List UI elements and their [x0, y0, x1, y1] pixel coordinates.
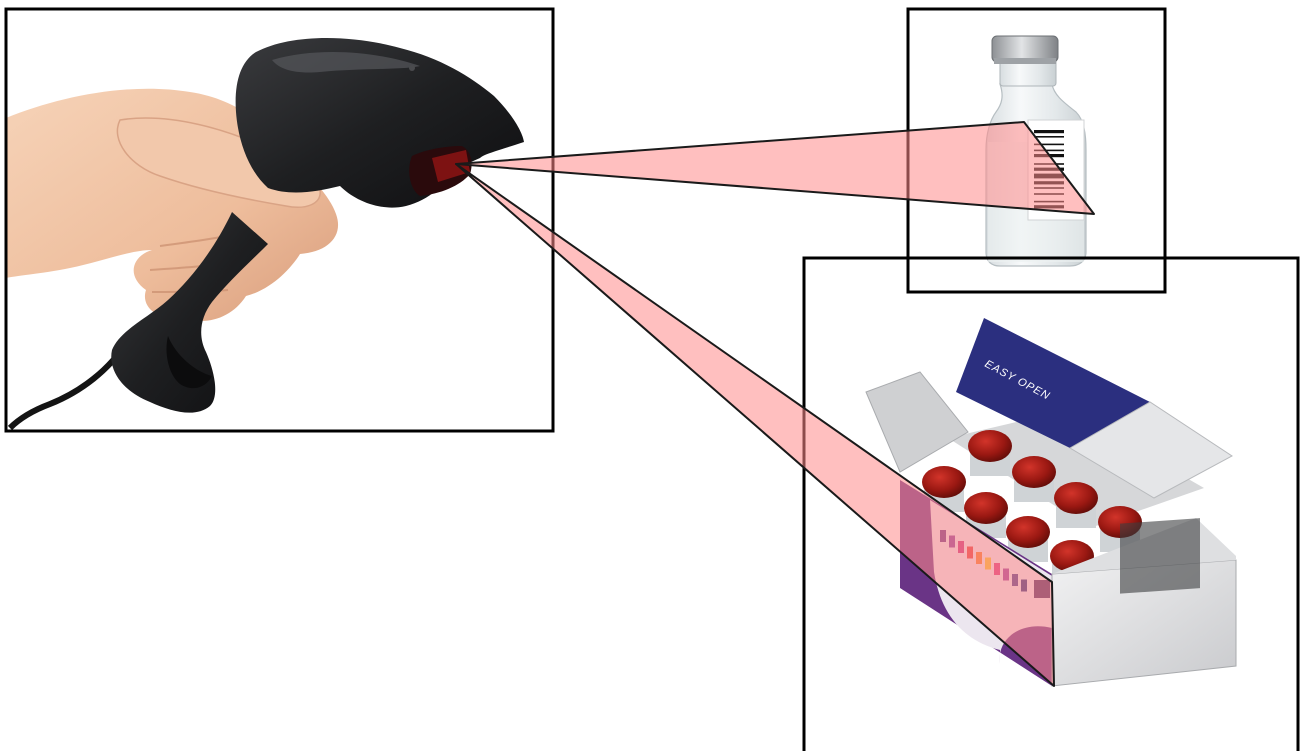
box-vial-cap	[1012, 456, 1056, 488]
box-vial-cap	[968, 430, 1012, 462]
box-side-print	[1120, 518, 1200, 594]
barcode-bar	[1034, 136, 1064, 138]
scanner-cable	[10, 340, 128, 428]
scanner-panel	[6, 9, 553, 431]
box-vial-cap	[1054, 482, 1098, 514]
status-led-icon	[409, 65, 415, 71]
vial-cap-ring	[994, 58, 1056, 64]
box-vial-cap	[1006, 516, 1050, 548]
barcode-bar	[1034, 130, 1064, 133]
box-vial-cap	[922, 466, 966, 498]
box-left-flap	[866, 372, 968, 472]
laser-beam-to-box	[456, 164, 1054, 686]
box-vial-cap	[964, 492, 1008, 524]
